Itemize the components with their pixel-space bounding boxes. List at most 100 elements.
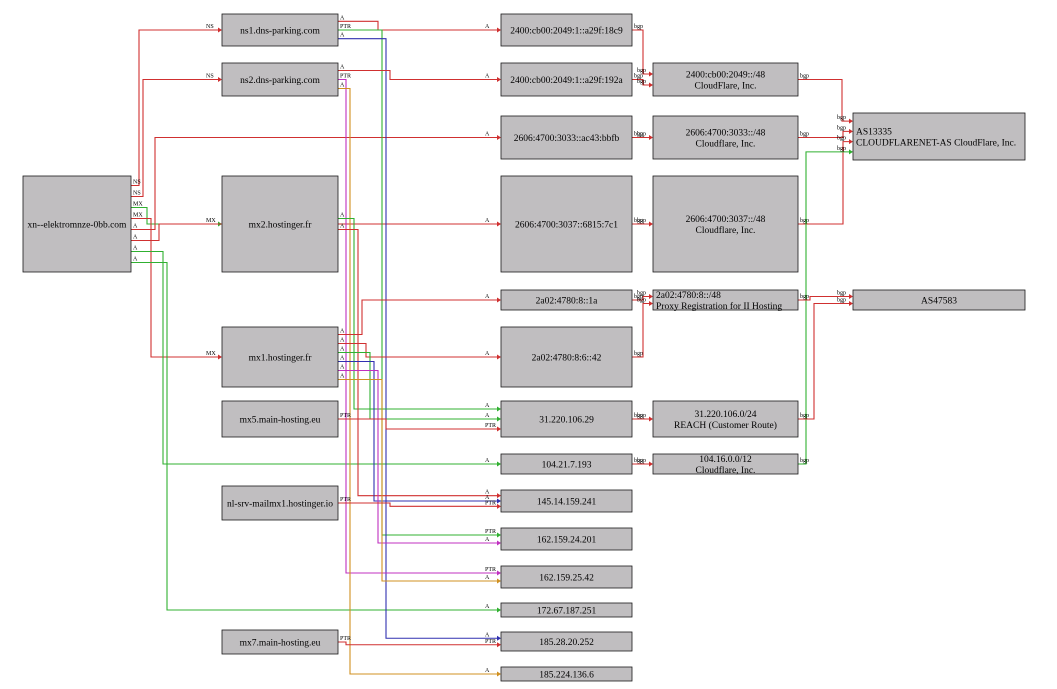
node-box xyxy=(500,602,633,618)
edge-label: bgp xyxy=(800,413,809,419)
node-label: Cloudflare, Inc. xyxy=(696,139,756,150)
edge-arrow xyxy=(497,406,501,412)
edge-arrow xyxy=(497,493,501,499)
node-ip4g: 185.28.20.252 xyxy=(500,631,633,652)
edge-label: A xyxy=(485,604,490,610)
edge-label: A xyxy=(133,224,138,230)
edge-arrow xyxy=(849,149,853,155)
node-ip4c: 145.14.159.241 xyxy=(500,489,633,513)
node-box xyxy=(221,13,339,47)
edge-mx1-ip4e xyxy=(338,378,498,582)
node-label: CloudFlare, Inc. xyxy=(694,82,756,92)
edge-label: bgp xyxy=(637,132,646,138)
edge-mx2-ip4a xyxy=(338,217,498,410)
edge-mx1-ip6e xyxy=(338,299,498,336)
node-label: 145.14.159.241 xyxy=(537,498,597,508)
edge-arrow xyxy=(497,642,501,648)
edge-label: A xyxy=(485,575,490,581)
edge-arrow xyxy=(497,570,501,576)
edge-label: PTR xyxy=(340,24,351,30)
edge-arrow xyxy=(497,77,501,82)
edge-label: PTR xyxy=(485,639,496,645)
edge-mx5-ip4a xyxy=(338,418,498,430)
edge-ns2-ip6b xyxy=(338,69,498,81)
edge-mx2-ip4c xyxy=(338,228,498,497)
node-ip4d: 162.159.24.201 xyxy=(500,527,633,551)
edge-arrow xyxy=(649,135,653,140)
edge-label: PTR xyxy=(340,74,351,80)
edge-net4-as2 xyxy=(798,295,850,301)
node-label: Cloudflare, Inc. xyxy=(696,225,756,236)
node-box xyxy=(22,175,132,273)
edge-label: NS xyxy=(133,180,141,186)
edge-arrow xyxy=(497,27,501,33)
edge-label: A xyxy=(485,218,490,224)
edge-domain-ns2 xyxy=(131,78,219,198)
node-ns2: ns2.dns-parking.com xyxy=(221,62,339,97)
edge-label: A xyxy=(485,490,490,496)
edge-mx1-ip4d xyxy=(338,369,498,544)
edge-label: bgp xyxy=(837,125,846,131)
node-box xyxy=(500,527,633,551)
node-box xyxy=(221,485,339,521)
edge-label: bgp xyxy=(634,218,643,224)
node-label: 162.159.24.201 xyxy=(537,536,597,546)
node-label: mx2.hostinger.fr xyxy=(249,220,313,231)
node-label: mx7.main-hosting.eu xyxy=(240,639,321,649)
node-as2: AS47583 xyxy=(852,289,1026,311)
node-ip4h: 185.224.136.6 xyxy=(500,666,633,682)
edge-label: PTR xyxy=(485,423,496,429)
node-mx1: mx1.hostinger.fr xyxy=(221,326,339,388)
edge-net1-as1 xyxy=(798,78,850,122)
edge-label: bgp xyxy=(637,79,646,85)
node-label: xn--elektromnze-0bb.com xyxy=(28,221,128,231)
edge-label: A xyxy=(485,294,490,300)
edge-arrow xyxy=(497,498,501,504)
edge-label: bgp xyxy=(637,413,646,419)
edge-arrow xyxy=(849,294,853,299)
node-label: Cloudflare, Inc. xyxy=(696,465,756,476)
node-box xyxy=(500,13,633,47)
node-label: AS13335 xyxy=(856,128,892,138)
edge-arrow xyxy=(649,221,653,227)
edge-label: bgp xyxy=(634,74,643,80)
edge-label: A xyxy=(133,257,138,263)
edge-label: bgp xyxy=(837,136,846,142)
node-box xyxy=(221,175,339,273)
node-label: 2400:cb00:2049::/48 xyxy=(686,71,765,81)
node-label: nl-srv-mailmx1.hostinger.io xyxy=(227,500,333,510)
edge-arrow xyxy=(218,354,222,360)
edge-arrow xyxy=(849,118,853,124)
edge-label: A xyxy=(485,74,490,80)
edge-ns1-ip4g xyxy=(338,38,498,639)
node-ip6c: 2606:4700:3033::ac43:bbfb xyxy=(500,115,633,160)
edge-arrow xyxy=(218,77,222,82)
edge-label: bgp xyxy=(634,351,643,357)
edge-arrow xyxy=(649,82,653,88)
node-box xyxy=(221,629,339,655)
edge-arrow xyxy=(649,416,653,422)
edge-arrow xyxy=(649,461,653,467)
node-box xyxy=(852,112,1026,161)
node-ip6e: 2a02:4780:8::1a xyxy=(500,289,633,311)
edge-ns1-ip6a xyxy=(338,20,498,31)
edge-label: A xyxy=(340,65,345,71)
edge-arrow xyxy=(849,128,853,134)
edge-label: A xyxy=(485,24,490,30)
edge-label: A xyxy=(340,329,345,335)
edge-mx7-ip4g xyxy=(338,641,498,646)
edge-arrow xyxy=(497,671,501,677)
edge-ns2-ip4h xyxy=(338,87,498,675)
edge-label: MX xyxy=(133,202,143,208)
node-box xyxy=(652,453,799,475)
edge-arrow xyxy=(497,135,501,140)
edge-label: bgp xyxy=(634,458,643,464)
node-label: 31.220.106.29 xyxy=(539,416,594,426)
edge-net5-as2 xyxy=(798,302,850,420)
node-label: ns2.dns-parking.com xyxy=(240,76,320,86)
node-box xyxy=(221,326,339,388)
edge-arrow xyxy=(649,301,653,306)
